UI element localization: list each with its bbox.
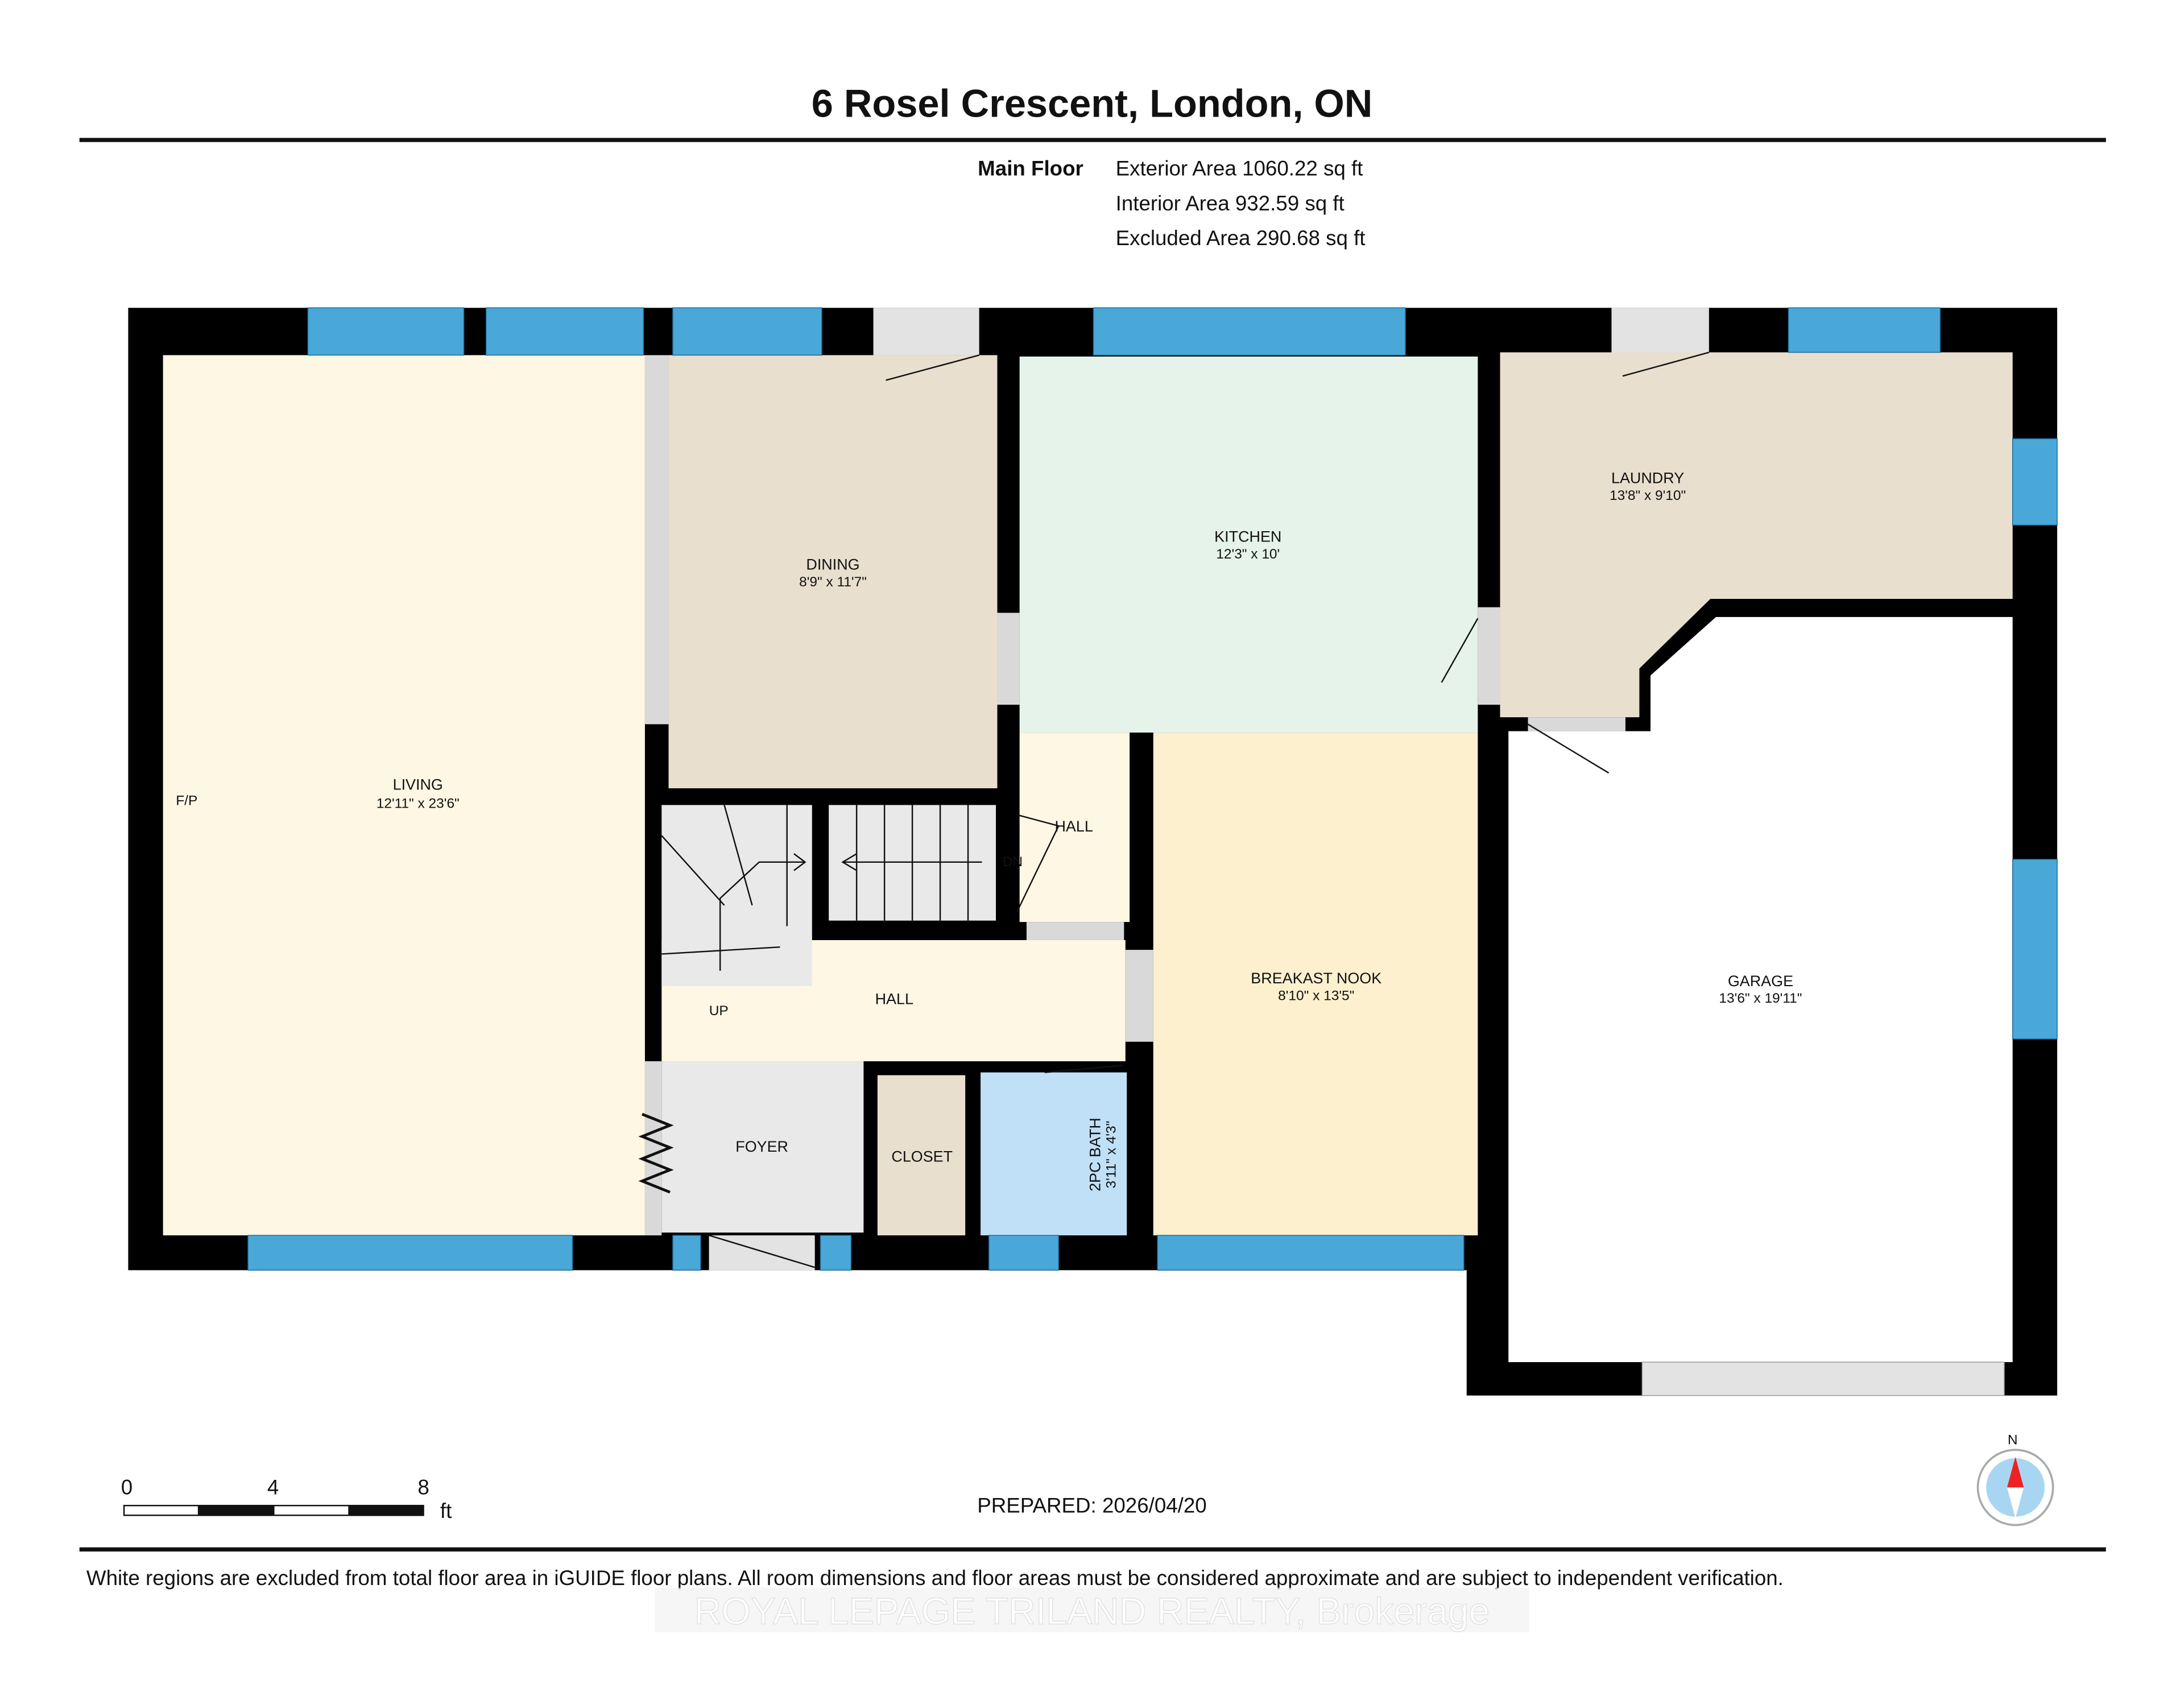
footer-divider [79, 1547, 2106, 1552]
room-hall-upper [1019, 733, 1130, 922]
watermark-band [655, 1587, 1529, 1633]
nook-label: BREAKAST NOOK [1251, 970, 1381, 987]
bath-label: 2PC BATH [1087, 1118, 1104, 1191]
closet-label: CLOSET [891, 1148, 953, 1165]
scale-tick-4: 4 [267, 1476, 279, 1499]
kitchen-dims: 12'3" x 10' [1216, 547, 1280, 562]
dining-kitchen-opening [997, 613, 1020, 705]
room-kitchen [1019, 356, 1478, 733]
stairs-up-label: UP [709, 1003, 729, 1019]
room-laundry [1500, 352, 2013, 718]
hall-upper-label: HALL [1054, 818, 1093, 835]
foyer-living-opening [644, 1061, 662, 1236]
dining-dims: 8'9" x 11'7" [799, 574, 867, 590]
living-dining-opening [644, 355, 669, 725]
garage-label: GARAGE [1728, 973, 1793, 990]
garage-door [1641, 1362, 2005, 1396]
compass-icon: N [1976, 1432, 2054, 1526]
laundry-dims: 13'8" x 9'10" [1610, 488, 1686, 503]
laundry-label: LAUNDRY [1611, 470, 1684, 487]
hall-nook-opening [1125, 950, 1153, 1042]
room-foyer [661, 1061, 864, 1233]
scale-unit: ft [440, 1499, 452, 1522]
scale-tick-8: 8 [417, 1476, 429, 1499]
garage-dims: 13'6" x 19'11" [1719, 991, 1802, 1006]
scale-bar: 0 4 8 ft [121, 1476, 452, 1523]
page-title: 6 Rosel Crescent, London, ON [812, 82, 1372, 126]
compass-north-label: N [2008, 1432, 2018, 1447]
stair-treads [638, 805, 1060, 1194]
room-garage [1508, 617, 2013, 1362]
nook-dims: 8'10" x 13'5" [1278, 988, 1354, 1003]
room-dining [668, 355, 998, 789]
disclaimer: White regions are excluded from total fl… [86, 1566, 1784, 1590]
interior-area: Interior Area 932.59 sq ft [1116, 192, 1345, 215]
floor-label: Main Floor [978, 157, 1083, 180]
room-living [163, 355, 645, 1236]
hall-opening [1026, 922, 1124, 940]
living-label: LIVING [393, 776, 443, 793]
prepared-date: PREPARED: 2026/04/20 [977, 1493, 1206, 1517]
dining-label: DINING [806, 556, 859, 573]
exterior-area: Exterior Area 1060.22 sq ft [1116, 157, 1363, 180]
scale-tick-0: 0 [121, 1476, 133, 1499]
kitchen-laundry-opening [1478, 607, 1500, 705]
room-closet [877, 1075, 966, 1236]
door-swings [709, 308, 1710, 1271]
watermark: ROYAL LEPAGE TRILAND REALTY, Brokerage [694, 1590, 1490, 1632]
hall-label: HALL [875, 991, 913, 1008]
windows [247, 307, 2058, 1271]
room-breakfast-nook [1153, 733, 1478, 1236]
laundry-garage-door [1528, 717, 1625, 731]
header-divider [79, 138, 2106, 142]
room-bath [981, 1072, 1127, 1236]
foyer-label: FOYER [735, 1138, 788, 1155]
stairs-up [661, 805, 812, 986]
bath-dims: 3'11" x 4'3" [1104, 1121, 1119, 1189]
fireplace-label: F/P [176, 793, 197, 808]
excluded-area: Excluded Area 290.68 sq ft [1116, 226, 1366, 250]
stairs-down-label: DN [1003, 854, 1023, 870]
kitchen-label: KITCHEN [1214, 528, 1281, 545]
living-dims: 12'11" x 23'6" [377, 796, 460, 811]
